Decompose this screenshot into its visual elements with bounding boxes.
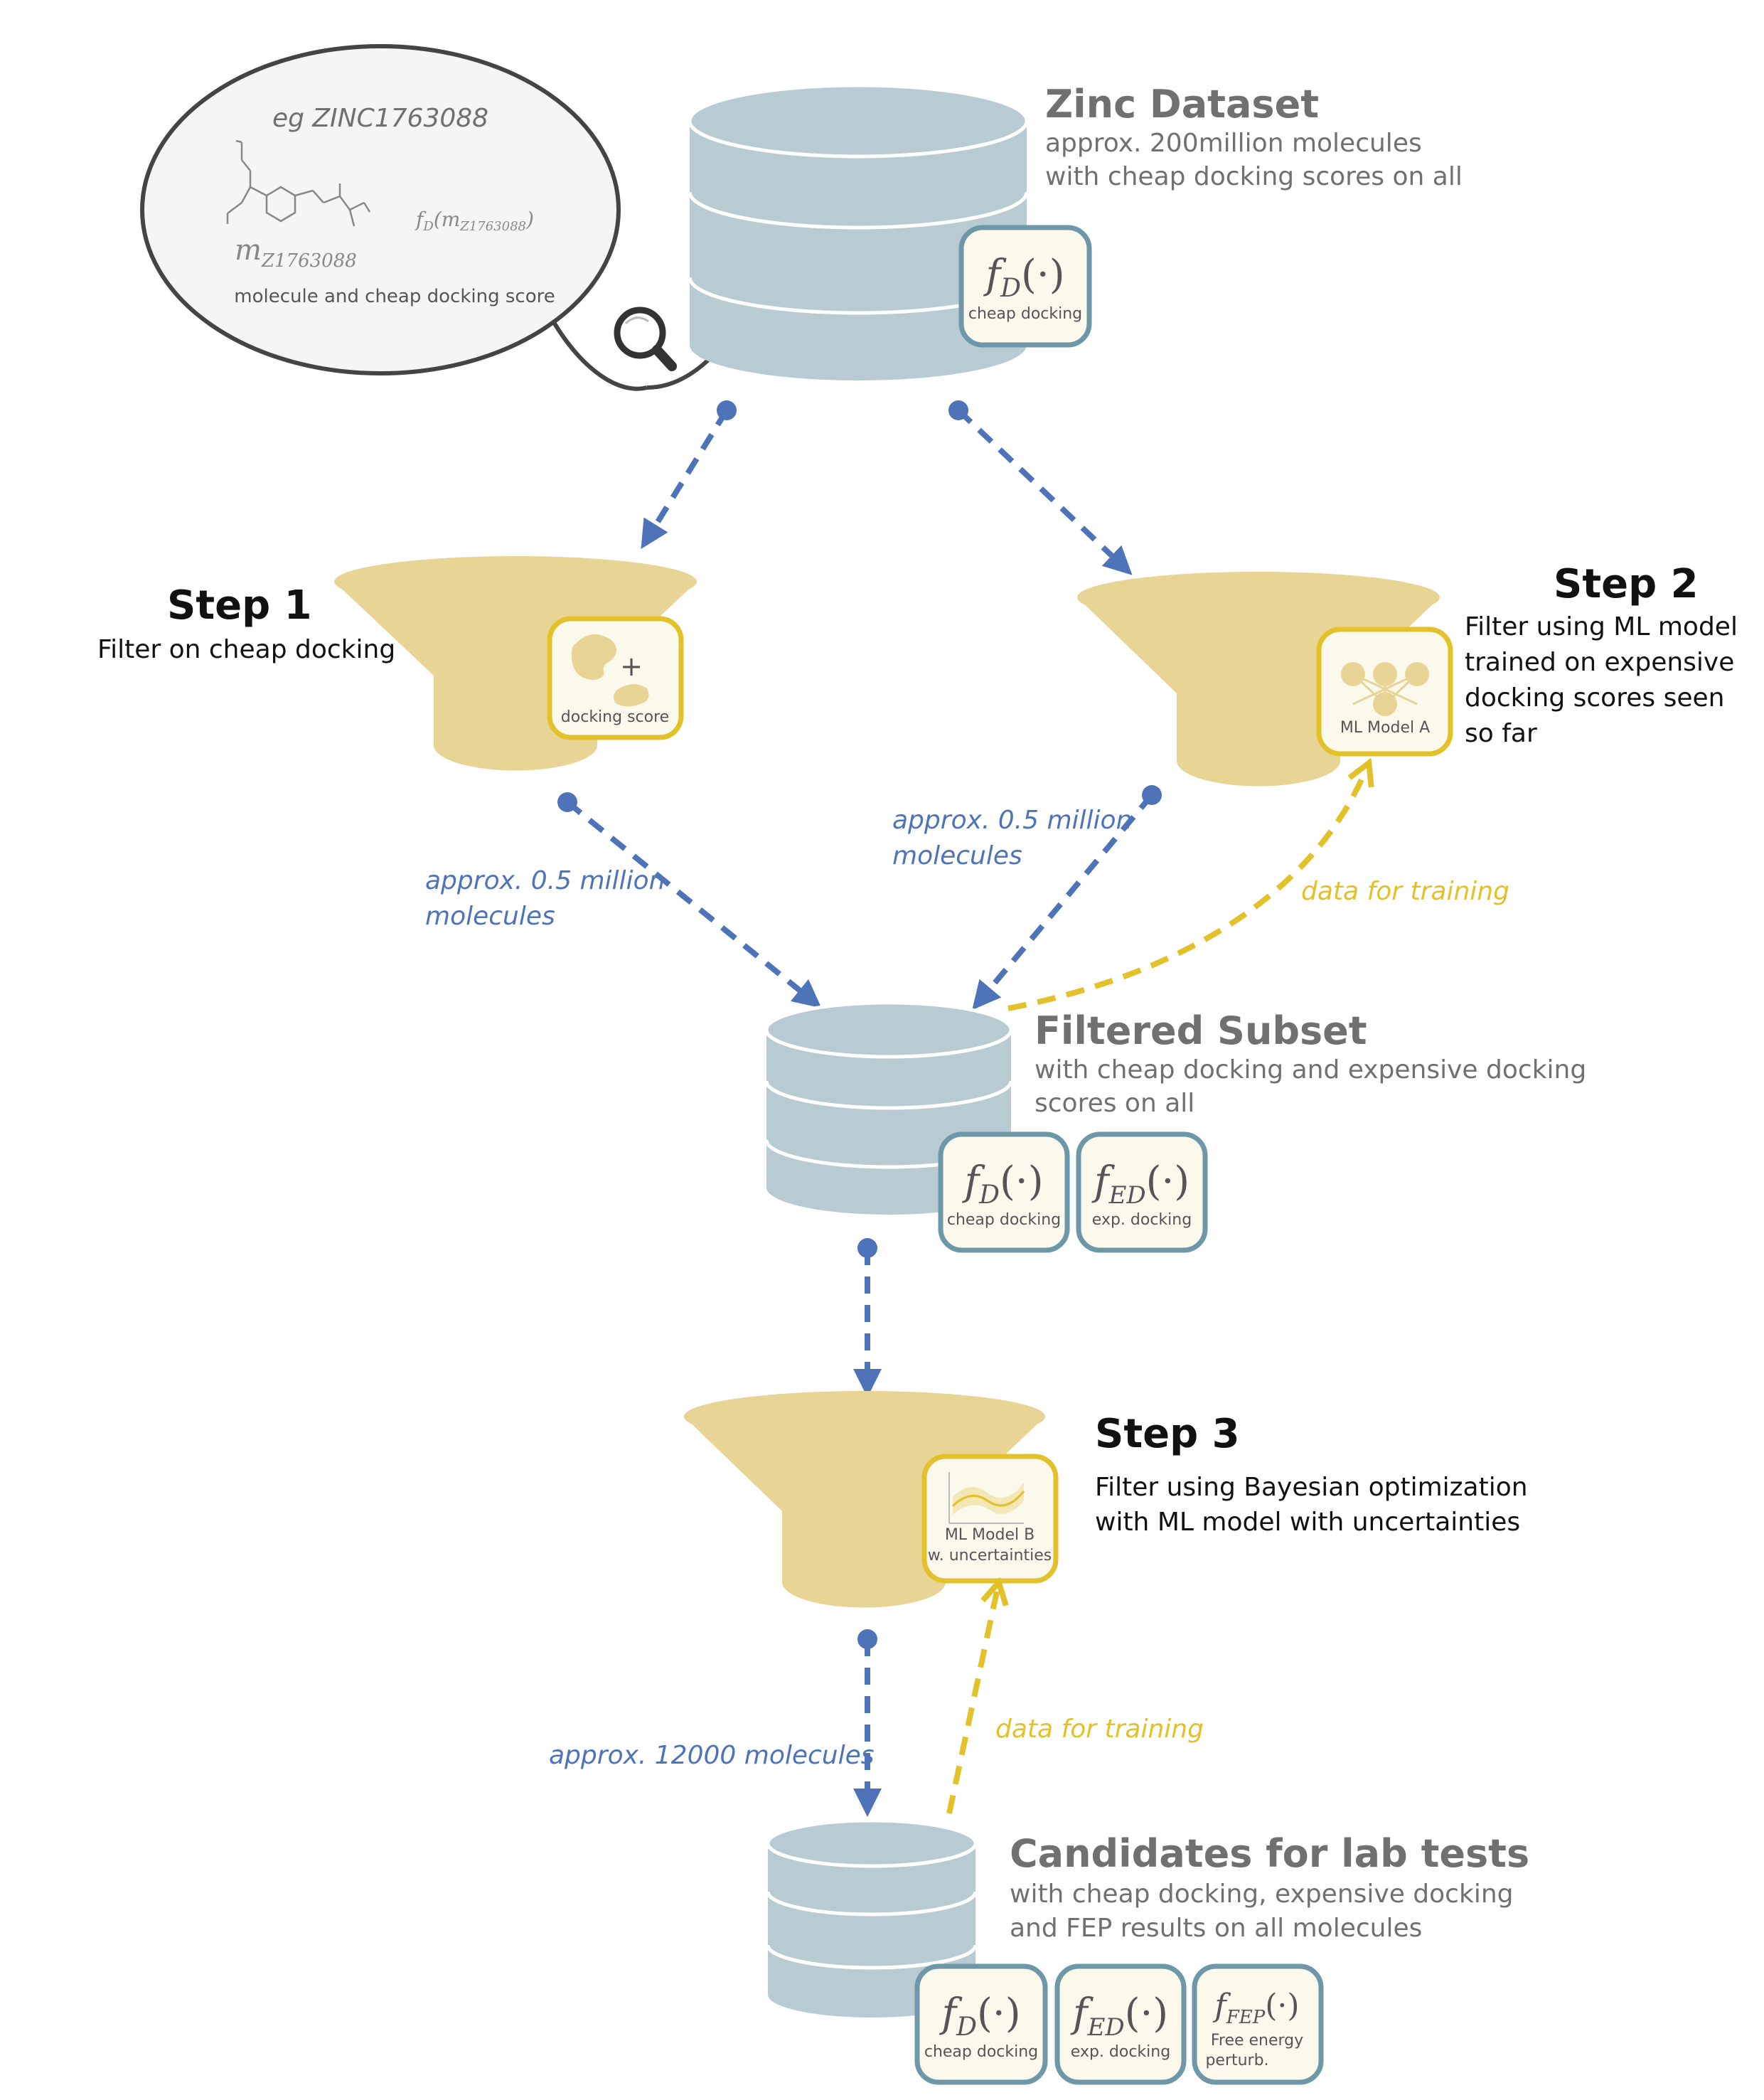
step1-labels: Step 1 Filter on cheap docking xyxy=(97,582,395,664)
candidates-line2: and FEP results on all molecules xyxy=(1010,1914,1422,1943)
svg-text:perturb.: perturb. xyxy=(1205,2052,1268,2069)
svg-text:Free energy: Free energy xyxy=(1211,2032,1303,2050)
svg-text:molecules: molecules xyxy=(892,841,1022,870)
badge-cheap-docking-candidates: fD(·) cheap docking xyxy=(914,1963,1048,2085)
zinc-line2: with cheap docking scores on all xyxy=(1045,162,1463,191)
arrow-filtered-to-step3 xyxy=(853,1238,882,1397)
step1-flow-label: approx. 0.5 million molecules xyxy=(425,866,665,931)
svg-text:ML Model A: ML Model A xyxy=(1340,719,1430,737)
candidates-labels: Candidates for lab tests with cheap dock… xyxy=(1010,1831,1529,1943)
svg-text:cheap docking: cheap docking xyxy=(947,1211,1061,1229)
step3-desc1: Filter using Bayesian optimization xyxy=(1095,1473,1528,1502)
svg-text:fED(·): fED(·) xyxy=(1070,1990,1168,2042)
step2-desc4: so far xyxy=(1465,719,1537,748)
uncertainty-plot-icon xyxy=(948,1472,1025,1524)
candidates-line1: with cheap docking, expensive docking xyxy=(1010,1880,1514,1909)
molecule-callout: eg ZINC1763088 mZ1763088 fD(mZ1763088) m… xyxy=(140,44,764,391)
step2-desc1: Filter using ML model xyxy=(1465,612,1738,641)
svg-text:data for training: data for training xyxy=(1301,877,1509,906)
score-symbol: fD(mZ1763088) xyxy=(415,208,534,234)
step2-flow-label: approx. 0.5 million molecules xyxy=(892,806,1132,870)
molecule-symbol: mZ1763088 xyxy=(235,234,357,272)
zinc-database xyxy=(688,83,1029,380)
svg-text:approx. 0.5 million: approx. 0.5 million xyxy=(425,866,665,895)
step3-title: Step 3 xyxy=(1095,1411,1240,1457)
filtered-line2: scores on all xyxy=(1035,1089,1194,1118)
arrow-zinc-to-step2 xyxy=(948,400,1133,575)
candidates-title: Candidates for lab tests xyxy=(1010,1831,1529,1876)
svg-text:fD(·): fD(·) xyxy=(983,252,1064,303)
callout-tail xyxy=(552,322,648,391)
svg-text:fED(·): fED(·) xyxy=(1091,1158,1190,1210)
step2-desc2: trained on expensive xyxy=(1465,648,1734,677)
svg-text:exp. docking: exp. docking xyxy=(1092,1211,1192,1229)
badge-exp-docking-filtered: fED(·) exp. docking xyxy=(1076,1131,1208,1253)
training-arrow-b: data for training xyxy=(946,1592,1204,1814)
svg-text:data for training: data for training xyxy=(995,1715,1204,1744)
svg-text:exp. docking: exp. docking xyxy=(1071,2043,1170,2061)
arrow-zinc-to-step1 xyxy=(641,400,737,550)
badge-cheap-docking-zinc: fD(·) cheap docking xyxy=(958,225,1092,348)
svg-text:fD(·): fD(·) xyxy=(961,1158,1043,1210)
svg-text:approx. 0.5 million: approx. 0.5 million xyxy=(892,806,1132,835)
training-arrow-a: data for training xyxy=(1007,772,1509,1011)
arrow-step2-to-filtered xyxy=(972,785,1162,1011)
step3-desc2: with ML model with uncertainties xyxy=(1095,1508,1520,1537)
svg-text:fFEP(·): fFEP(·) xyxy=(1212,1988,1299,2028)
arrow-step3-to-candidates xyxy=(853,1629,882,1817)
step2-desc3: docking scores seen xyxy=(1465,683,1724,713)
svg-text:+: + xyxy=(620,651,643,682)
step1-badge: + docking score xyxy=(547,616,684,740)
step2-title: Step 2 xyxy=(1554,561,1699,607)
zinc-labels: Zinc Dataset approx. 200million molecule… xyxy=(1045,82,1463,191)
neural-network-icon xyxy=(1341,662,1429,716)
callout-bubble xyxy=(140,44,621,375)
svg-text:cheap docking: cheap docking xyxy=(924,2043,1038,2061)
magnifier-icon xyxy=(614,307,677,371)
badge-exp-docking-candidates: fED(·) exp. docking xyxy=(1054,1963,1187,2085)
protein-ligand-icon xyxy=(571,634,649,707)
filtered-title: Filtered Subset xyxy=(1035,1008,1367,1053)
svg-text:molecules: molecules xyxy=(425,902,555,931)
zinc-line1: approx. 200million molecules xyxy=(1045,129,1422,158)
callout-caption: molecule and cheap docking score xyxy=(234,286,555,307)
svg-text:docking score: docking score xyxy=(561,708,669,726)
arrow-step1-to-filtered xyxy=(557,792,822,1008)
badge-cheap-docking-filtered: fD(·) cheap docking xyxy=(938,1131,1070,1253)
svg-text:ML Model B: ML Model B xyxy=(945,1526,1035,1544)
molecule-structure-icon xyxy=(226,139,371,227)
callout-title: eg ZINC1763088 xyxy=(272,104,488,133)
step3-badge: ML Model B w. uncertainties xyxy=(921,1454,1059,1584)
filtered-line1: with cheap docking and expensive docking xyxy=(1035,1055,1586,1084)
svg-text:fD(·): fD(·) xyxy=(939,1990,1020,2042)
filtered-labels: Filtered Subset with cheap docking and e… xyxy=(1035,1008,1586,1118)
step3-flow-label: approx. 12000 molecules xyxy=(549,1741,875,1770)
svg-text:w. uncertainties: w. uncertainties xyxy=(928,1547,1052,1565)
badge-fep-candidates: fFEP(·) Free energy perturb. xyxy=(1192,1963,1324,2085)
step1-desc: Filter on cheap docking xyxy=(97,635,395,664)
step2-labels: Step 2 Filter using ML model trained on … xyxy=(1465,561,1738,748)
step2-badge: ML Model A xyxy=(1316,627,1453,757)
svg-text:cheap docking: cheap docking xyxy=(968,305,1082,323)
step3-labels: Step 3 Filter using Bayesian optimizatio… xyxy=(1095,1411,1528,1537)
step1-title: Step 1 xyxy=(167,582,312,629)
zinc-title: Zinc Dataset xyxy=(1045,82,1319,127)
